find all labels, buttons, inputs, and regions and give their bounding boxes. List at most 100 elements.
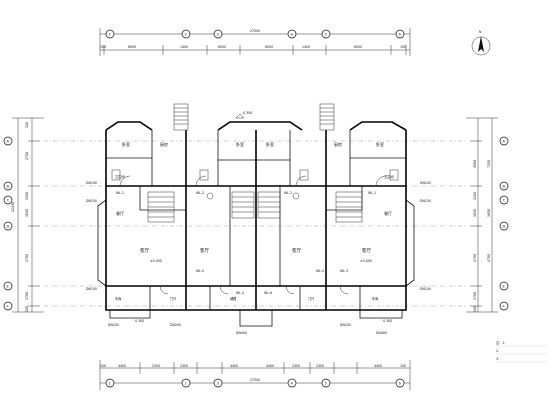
axis-label: A [503,140,506,144]
left-axis-markers: A B C D E F [3,136,13,311]
elevation-living: ±0.000 [360,259,372,263]
interior-stairs [147,191,363,223]
left-dim-seg: 1850 [25,209,29,217]
left-dimension-lines: 12450 100 2700 1500 1850 4700 1700 100 [11,117,44,313]
door-code: DN400 [376,331,387,335]
door-swings [119,175,387,295]
room-label: 门厅 [308,296,315,301]
axis-label: 6 [399,33,402,37]
top-dim-seg: 1400 [180,45,188,49]
bottom-dim-seg: 4400 [374,364,382,368]
bottom-dim-seg: 4400 [266,364,274,368]
bottom-dim-seg: 2300 [180,364,188,368]
bottom-dim-seg: 100 [400,364,406,368]
north-arrow-icon: N [471,30,491,56]
room-label: 厨房 [334,141,342,147]
left-dim-seg: 100 [25,306,29,312]
room-label: 客厅 [292,247,301,254]
room-label: 客厅 [362,247,371,254]
wall-tag: WL-4 [236,291,244,295]
axis-label: 1 [109,382,111,386]
door-code: DN200 [170,323,181,327]
axis-label: F [7,305,9,309]
axis-label: 3 [217,382,219,386]
room-label: 厨房 [160,141,168,147]
building-walls [97,121,415,327]
axis-label: B [503,185,506,189]
door-code: DN400 [236,331,247,335]
left-dim-seg: 1500 [25,192,29,200]
door-code: DN100 [420,287,431,291]
door-code: DN150 [86,199,97,203]
bottom-dimension-lines: 100 4400 2300 2300 4400 4400 2300 2300 4… [99,360,411,390]
right-dim-seg: 1700 [473,292,477,300]
door-code: DN150 [420,199,431,203]
axis-label: D [503,225,506,229]
axis-label: 4 [291,382,294,386]
top-dim-seg: 100 [100,45,106,49]
right-level: 7250 [487,160,491,168]
room-label: 车库 [372,296,379,301]
axis-label: 5 [325,33,327,37]
room-label: 卧室 [236,141,244,147]
top-total-dim: 27000 [250,29,260,33]
axis-label: C [7,199,10,203]
right-axis-markers: A B C D E F [499,136,509,311]
wall-tag: WL-1 [116,191,124,195]
bottom-dim-seg: 100 [100,364,106,368]
room-label: 卧室 [266,141,274,147]
room-label: 卫生间 [384,174,394,179]
top-dimension-lines: 27000 100 6000 1400 6000 6000 1400 6000 … [99,28,411,56]
room-label: 卫生间 [115,174,125,179]
right-level: 4700 [487,254,491,262]
elevation-bottom-left: -0.300 [134,319,144,323]
left-level: 12450 [11,202,15,212]
top-stairs [173,103,335,131]
axis-label: 4 [291,33,294,37]
axis-label: 5 [325,382,327,386]
right-level: 1850 [487,209,491,217]
bottom-total-dim: 27000 [250,378,260,382]
axis-label: E [503,285,506,289]
wall-tag: WL-6 [264,291,272,295]
door-code: DN100 [420,181,431,185]
left-dim-seg: 100 [25,122,29,128]
wall-tag: WL-5 [316,269,324,273]
note-line: 注：1. [496,340,505,345]
top-dim-seg: 6000 [265,45,273,49]
bottom-dim-seg: 2300 [292,364,300,368]
room-label: 门厅 [170,296,177,301]
room-label: 卧室 [122,141,130,147]
axis-label: D [7,225,10,229]
compass-label: N [479,30,482,34]
axis-label: B [7,185,10,189]
axis-label: 2 [185,382,187,386]
right-dimension-lines: 7250 3000 2100 1850 4700 1700 100 1850 4… [466,117,498,313]
wall-tag: WL-2 [284,191,292,195]
top-dim-seg: 6000 [354,45,362,49]
room-label: 卧室 [376,141,384,147]
wall-tags: WL-1 WL-2 WL-2 WL-1 WL-5 WL-5 WL-3 WL-4 … [116,191,376,295]
door-code: DN200 [340,323,351,327]
door-codes: DN100 DN150 DN100 DN150 DN100 DN100 DN20… [86,181,431,335]
axis-label: C [503,199,506,203]
top-axis-markers: 1 2 3 4 5 6 [105,29,405,39]
top-dim-seg: 6000 [128,45,136,49]
wall-tag: WL-5 [196,269,204,273]
room-label: 客厅 [200,247,209,254]
top-dim-seg: 1400 [302,45,310,49]
note-line: 2. [496,349,499,353]
axis-label: 1 [109,33,111,37]
room-label: 客厅 [140,247,149,254]
axis-label: A [7,140,10,144]
right-dim-seg: 100 [473,306,477,312]
axis-grid-lines [44,140,466,307]
room-label: 餐厅 [384,210,392,216]
door-code: DN100 [86,287,97,291]
top-dim-seg: 100 [400,45,406,49]
left-dim-seg: 1700 [25,292,29,300]
axis-label: 2 [185,33,187,37]
right-dim-seg: 1850 [473,209,477,217]
axis-label: E [7,285,10,289]
